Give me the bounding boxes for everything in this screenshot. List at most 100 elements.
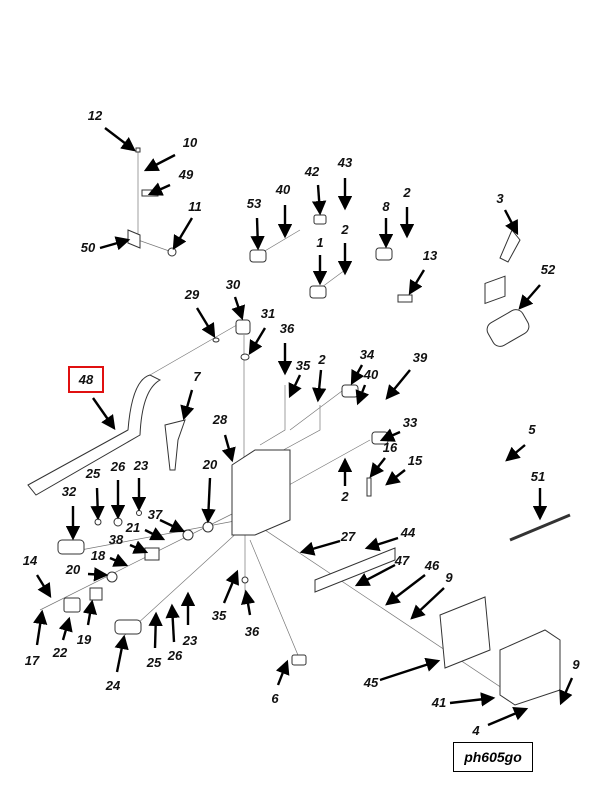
part-28 bbox=[231, 449, 291, 536]
callout-label: 25 bbox=[85, 466, 101, 481]
callout-9: 9 bbox=[559, 657, 580, 706]
callout-label: 22 bbox=[52, 645, 68, 660]
callout-label: 6 bbox=[271, 691, 279, 706]
callout-25: 25 bbox=[85, 466, 105, 521]
callout-label: 37 bbox=[148, 507, 163, 522]
callout-label: 48 bbox=[78, 372, 94, 387]
callout-6: 6 bbox=[271, 659, 290, 706]
part-7 bbox=[164, 419, 186, 471]
callout-label: 7 bbox=[193, 369, 201, 384]
callout-label: 30 bbox=[226, 277, 241, 292]
part-45 bbox=[439, 596, 491, 669]
callout-arrow bbox=[311, 184, 327, 216]
callout-50: 50 bbox=[81, 236, 131, 255]
callout-label: 2 bbox=[402, 185, 411, 200]
callout-label: 12 bbox=[88, 108, 103, 123]
callout-20: 20 bbox=[201, 457, 218, 524]
callout-arrow bbox=[250, 217, 265, 251]
callout-36: 36 bbox=[240, 589, 260, 639]
callout-label: 19 bbox=[77, 632, 92, 647]
callout-arrow bbox=[240, 589, 256, 616]
callout-label: 20 bbox=[65, 562, 81, 577]
callout-40: 40 bbox=[275, 182, 293, 239]
callout-arrow bbox=[58, 616, 73, 641]
callout-label: 27 bbox=[340, 529, 356, 544]
callout-arrow bbox=[408, 269, 426, 296]
callout-28: 28 bbox=[212, 412, 236, 463]
callout-arrow bbox=[33, 609, 48, 646]
callout-14: 14 bbox=[23, 553, 52, 599]
callout-label: 47 bbox=[394, 553, 410, 568]
callout-label: 29 bbox=[184, 287, 200, 302]
callout-label: 46 bbox=[424, 558, 440, 573]
callout-label: 13 bbox=[423, 248, 438, 263]
part-53 bbox=[249, 249, 267, 263]
callout-arrow bbox=[275, 659, 290, 686]
callout-arrow bbox=[109, 553, 129, 567]
callout-18: 18 bbox=[91, 548, 129, 567]
callout-arrow bbox=[129, 540, 149, 554]
part-23 bbox=[136, 510, 142, 516]
callout-label: 33 bbox=[403, 415, 418, 430]
callout-46: 46 bbox=[385, 558, 440, 606]
callout-label: 35 bbox=[212, 608, 227, 623]
callout-label: 20 bbox=[202, 457, 218, 472]
callout-arrow bbox=[159, 518, 186, 533]
callout-25: 25 bbox=[146, 611, 163, 670]
callout-arrow bbox=[248, 327, 267, 356]
callout-label: 51 bbox=[531, 469, 545, 484]
callout-10: 10 bbox=[143, 135, 198, 172]
callout-45: 45 bbox=[363, 657, 441, 690]
part-34 bbox=[341, 384, 359, 398]
callout-26: 26 bbox=[165, 603, 183, 663]
callout-arrow bbox=[114, 634, 129, 673]
callout-label: 52 bbox=[541, 262, 556, 277]
callout-arrow bbox=[144, 527, 166, 541]
callout-39: 39 bbox=[385, 350, 428, 400]
callout-arrow bbox=[82, 599, 98, 626]
part-31 bbox=[240, 353, 250, 361]
callout-arrow bbox=[385, 469, 406, 486]
callout-2: 2 bbox=[399, 185, 415, 239]
callout-label: 49 bbox=[178, 167, 194, 182]
callout-label: 44 bbox=[400, 525, 416, 540]
callout-arrow bbox=[180, 389, 195, 421]
callout-arrow bbox=[312, 369, 327, 403]
part-36 bbox=[241, 576, 249, 584]
callout-label: 15 bbox=[408, 453, 423, 468]
callout-arrow bbox=[449, 692, 496, 707]
part-26 bbox=[113, 517, 123, 527]
callout-32: 32 bbox=[62, 484, 81, 541]
callout-21: 21 bbox=[125, 520, 166, 541]
callout-41: 41 bbox=[431, 692, 496, 710]
callout-label: 2 bbox=[317, 352, 326, 367]
part-8 bbox=[375, 247, 393, 261]
callout-label: 31 bbox=[261, 306, 275, 321]
callout-52: 52 bbox=[518, 262, 556, 310]
callout-8: 8 bbox=[378, 199, 394, 249]
part-30 bbox=[235, 319, 251, 335]
part-12 bbox=[135, 147, 141, 153]
callout-arrow bbox=[172, 217, 194, 251]
part-13 bbox=[397, 294, 413, 303]
callout-19: 19 bbox=[77, 599, 98, 647]
callout-arrow bbox=[299, 539, 341, 556]
callout-arrow bbox=[35, 574, 52, 599]
part-11 bbox=[167, 247, 177, 257]
callout-label: 8 bbox=[382, 199, 390, 214]
callout-7: 7 bbox=[180, 369, 201, 421]
callout-arrow bbox=[505, 444, 526, 462]
callout-label: 11 bbox=[188, 199, 202, 214]
callout-label: 18 bbox=[91, 548, 106, 563]
callout-42: 42 bbox=[304, 164, 327, 216]
part-20 bbox=[202, 521, 214, 533]
callout-49: 49 bbox=[147, 167, 194, 196]
callout-22: 22 bbox=[52, 616, 73, 660]
callout-29: 29 bbox=[184, 287, 216, 339]
part-25 bbox=[94, 518, 102, 526]
callout-label: 24 bbox=[105, 678, 121, 693]
callout-arrow bbox=[288, 374, 302, 399]
callout-label: 53 bbox=[247, 196, 262, 211]
